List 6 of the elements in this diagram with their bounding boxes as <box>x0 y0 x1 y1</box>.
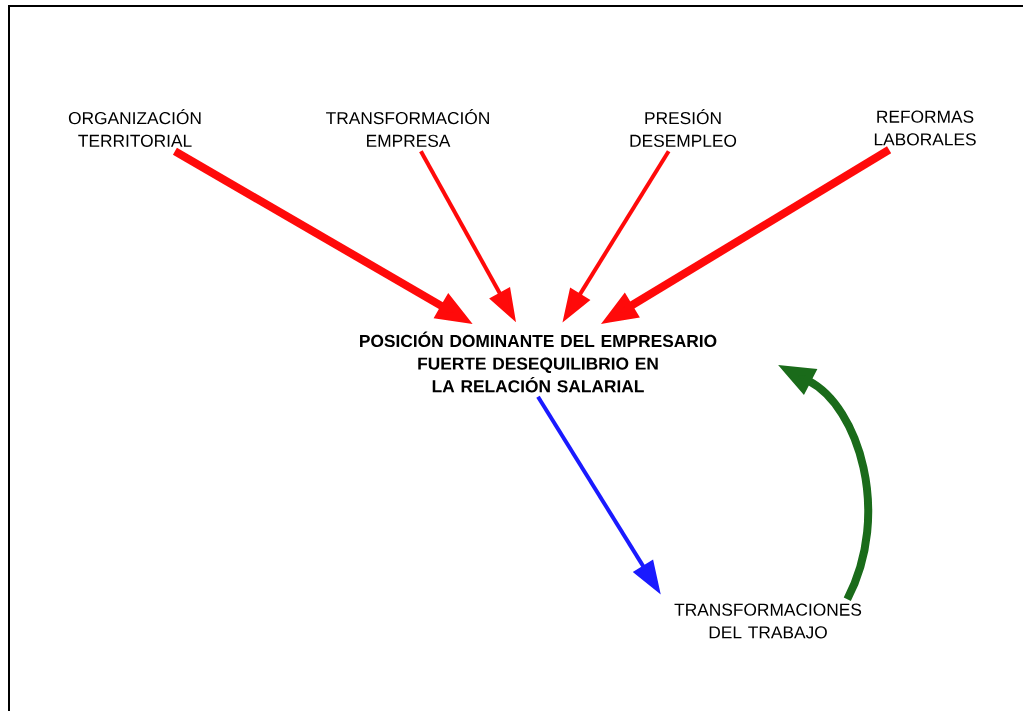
factor-label: PRESIÓN DESEMPLEO <box>630 109 737 147</box>
statement-text: POSICIÓN DOMINANTE DEL EMPRESARIO FUERTE DESEQUILIBRIO EN LA RELACIÓN SALARIAL <box>360 331 717 393</box>
factor-label: TRANSFORMACIONES DEL TRABAJO <box>674 603 862 639</box>
factor-label: ORGANIZACIÓN TERRITORIAL <box>68 109 201 147</box>
factor-label: TRANSFORMACIÓN EMPRESA <box>326 109 489 147</box>
factor-label: REFORMAS LABORALES <box>874 110 976 146</box>
